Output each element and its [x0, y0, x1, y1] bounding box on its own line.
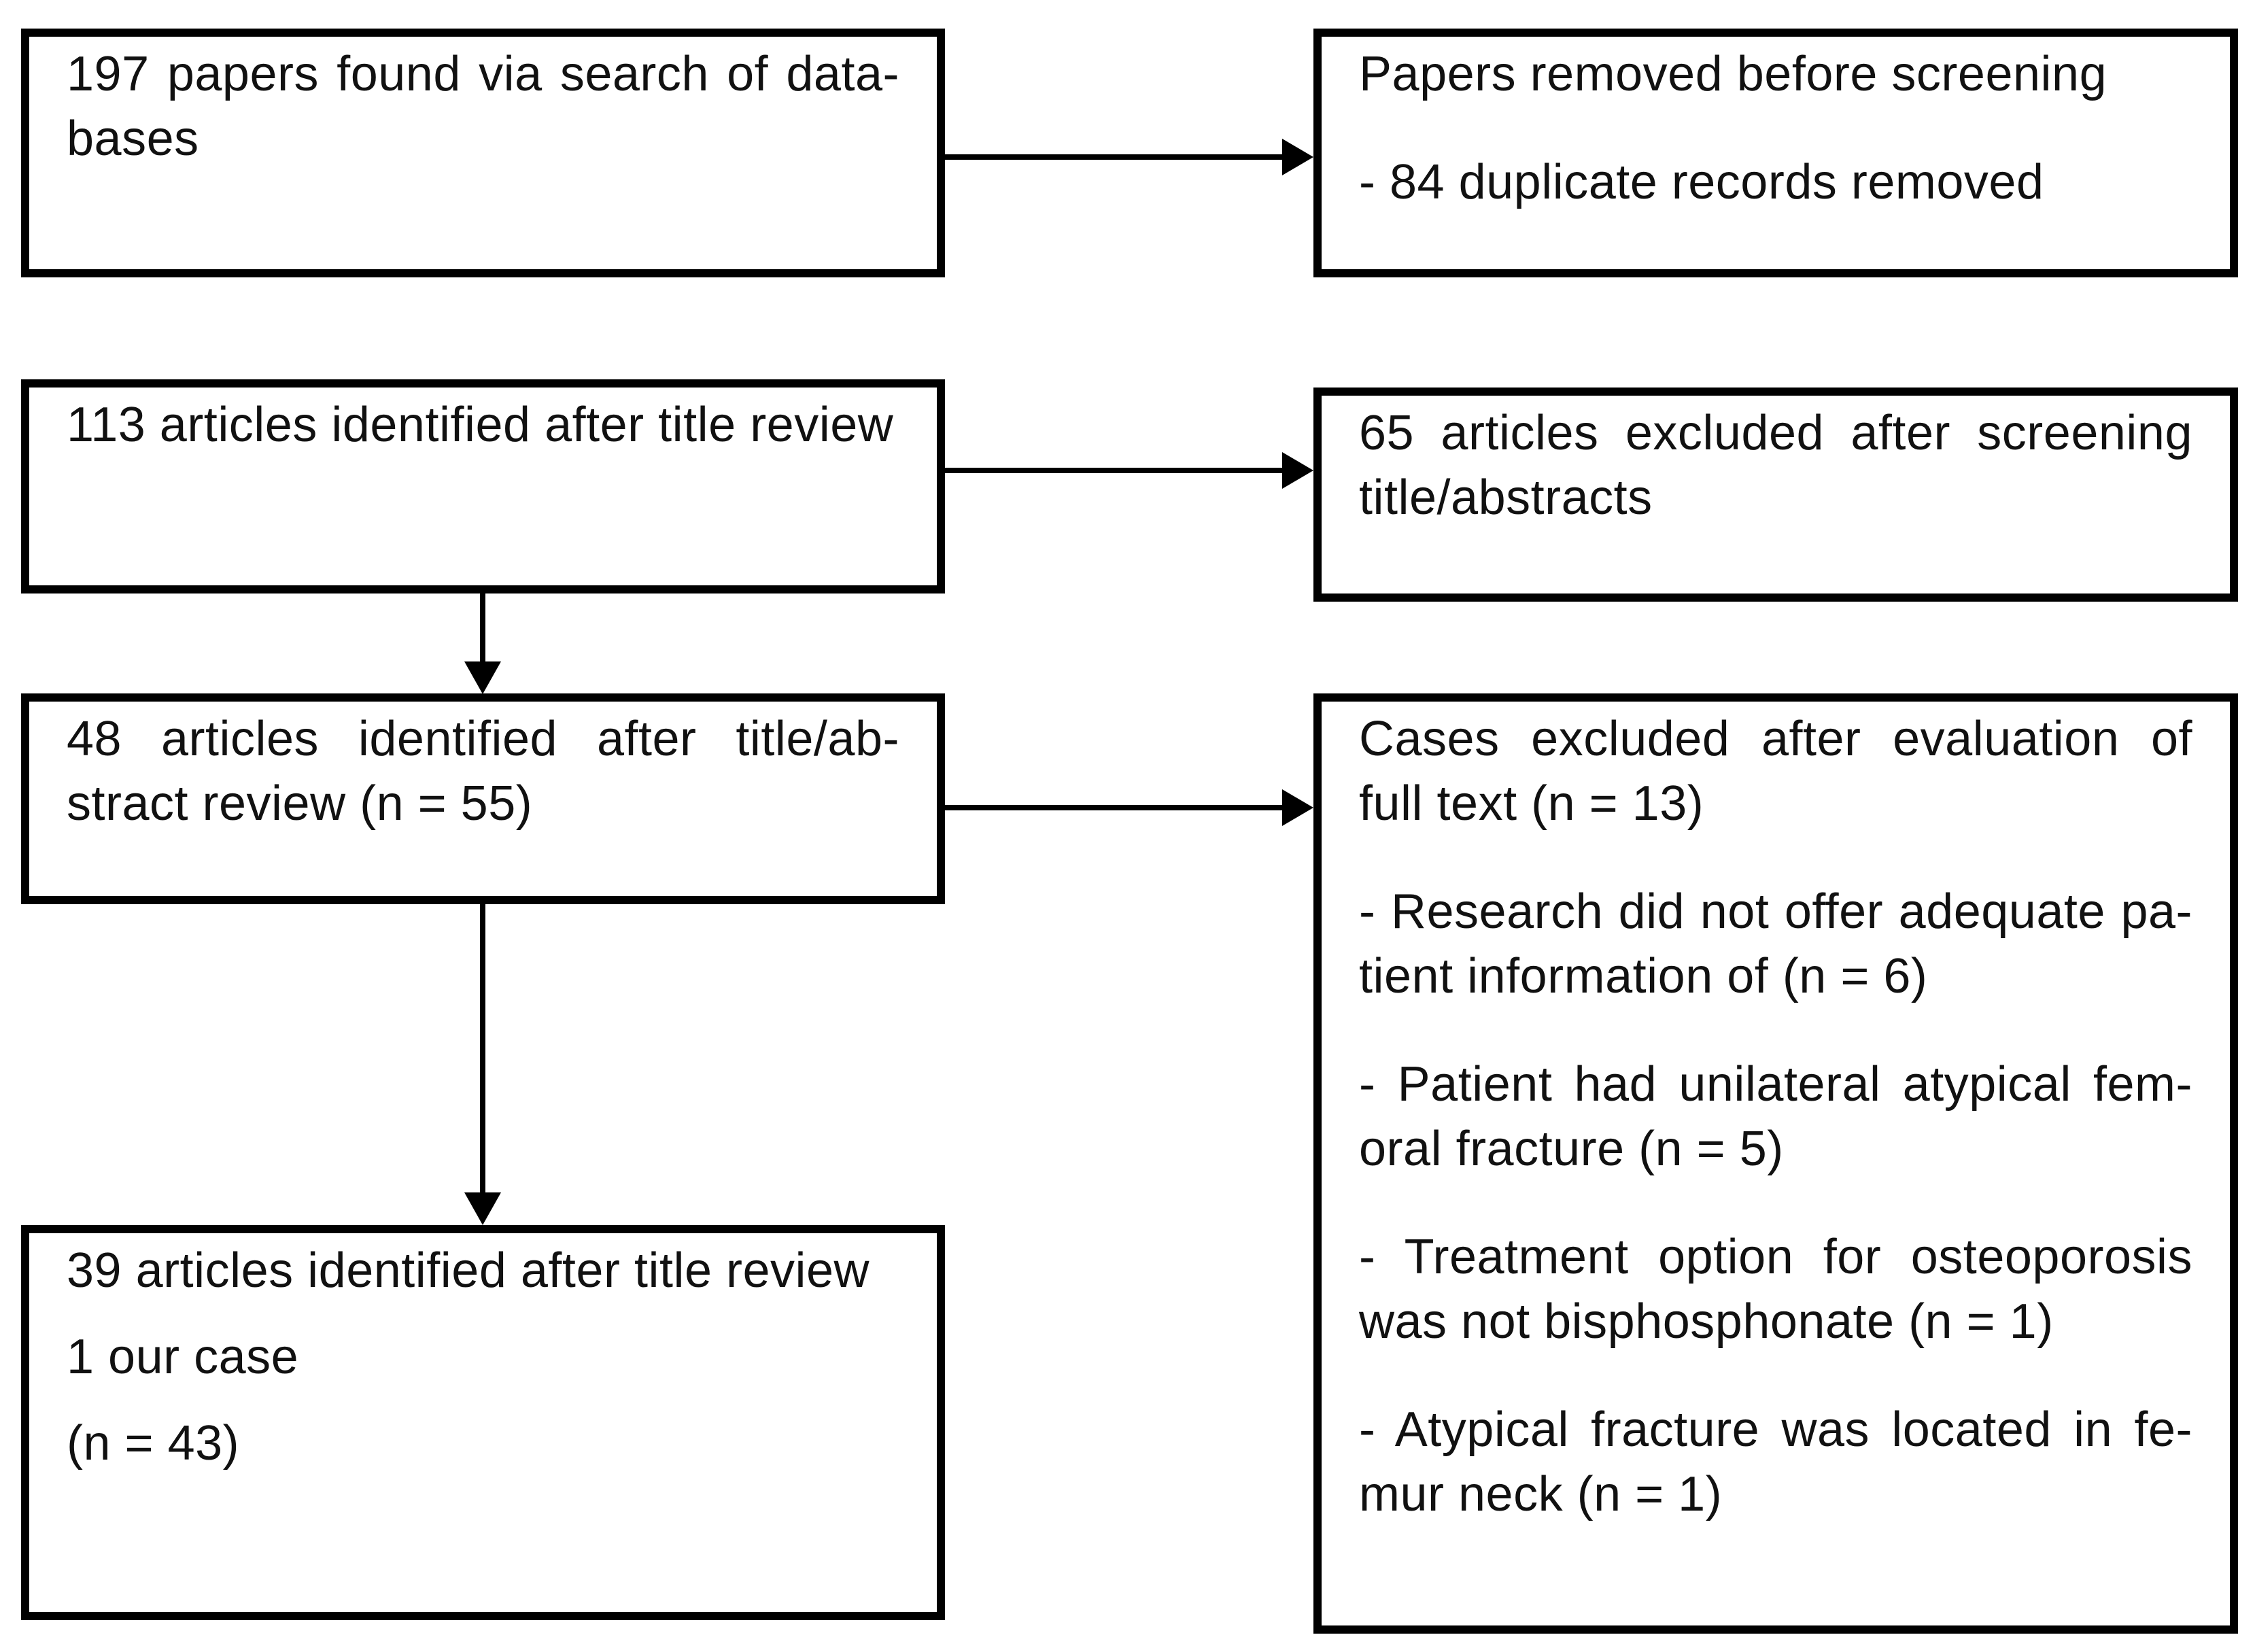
box-papers-found-line-2: bases: [67, 111, 199, 166]
box-papers-found-line-1: 197 papers found via search of data-: [67, 47, 899, 101]
box-excluded-screening: 65 articles excluded after screening tit…: [1313, 388, 2238, 602]
box-papers-found: 197 papers found via search of data- bas…: [21, 29, 945, 277]
box-abstract-review-line-2: stract review (n = 55): [67, 776, 533, 831]
arrow-title-to-abstract-head-icon: [464, 661, 501, 694]
box-excluded-fulltext-line-1: Cases excluded after evaluation of: [1359, 712, 2192, 766]
box-excluded-fulltext-line-10: mur neck (n = 1): [1359, 1467, 1723, 1521]
arrow-abstract-to-fulltext-head-icon: [1282, 789, 1313, 826]
box-title-review: 113 articles identified after title revi…: [21, 379, 945, 593]
box-abstract-review: 48 articles identified after title/ab- s…: [21, 693, 945, 904]
box-excluded-fulltext-line-2: full text (n = 13): [1359, 776, 1704, 831]
box-final-included: 39 articles identified after title revie…: [21, 1225, 945, 1620]
box-excluded-fulltext-line-9: - Atypical fracture was located in fe-: [1359, 1403, 2192, 1457]
arrow-title-to-excluded-stem: [945, 468, 1284, 473]
box-excluded-fulltext: Cases excluded after evaluation of full …: [1313, 693, 2238, 1634]
arrow-abstract-to-final-head-icon: [464, 1192, 501, 1225]
box-excluded-fulltext-line-4: tient information of (n = 6): [1359, 949, 1928, 1003]
arrow-title-to-excluded-head-icon: [1282, 452, 1313, 489]
box-final-included-line-1: 39 articles identified after title revie…: [67, 1243, 870, 1298]
arrow-abstract-to-final-stem: [480, 904, 485, 1192]
box-abstract-review-line-1: 48 articles identified after title/ab-: [67, 712, 899, 766]
box-removed-before-screening-line-1: Papers removed before screening: [1359, 47, 2107, 101]
arrow-found-to-removed-stem: [945, 154, 1284, 160]
box-excluded-fulltext-line-3: - Research did not offer adequate pa-: [1359, 884, 2192, 939]
box-final-included-line-2: 1 our case: [67, 1330, 299, 1384]
box-title-review-line-1: 113 articles identified after title revi…: [67, 398, 894, 452]
arrow-abstract-to-fulltext-stem: [945, 805, 1284, 810]
box-excluded-screening-line-1: 65 articles excluded after screening: [1359, 406, 2192, 460]
arrow-title-to-abstract-stem: [480, 593, 485, 661]
box-removed-before-screening-line-2: - 84 duplicate records removed: [1359, 155, 2044, 209]
box-removed-before-screening: Papers removed before screening - 84 dup…: [1313, 29, 2238, 277]
box-final-included-line-3: (n = 43): [67, 1416, 240, 1470]
box-excluded-fulltext-line-7: - Treatment option for osteoporosis: [1359, 1230, 2192, 1284]
box-excluded-screening-line-2: title/abstracts: [1359, 470, 1653, 525]
box-excluded-fulltext-line-6: oral fracture (n = 5): [1359, 1122, 1784, 1176]
box-excluded-fulltext-line-5: - Patient had unilateral atypical fem-: [1359, 1057, 2192, 1112]
box-excluded-fulltext-line-8: was not bisphosphonate (n = 1): [1359, 1294, 2054, 1349]
arrow-found-to-removed-head-icon: [1282, 139, 1313, 175]
